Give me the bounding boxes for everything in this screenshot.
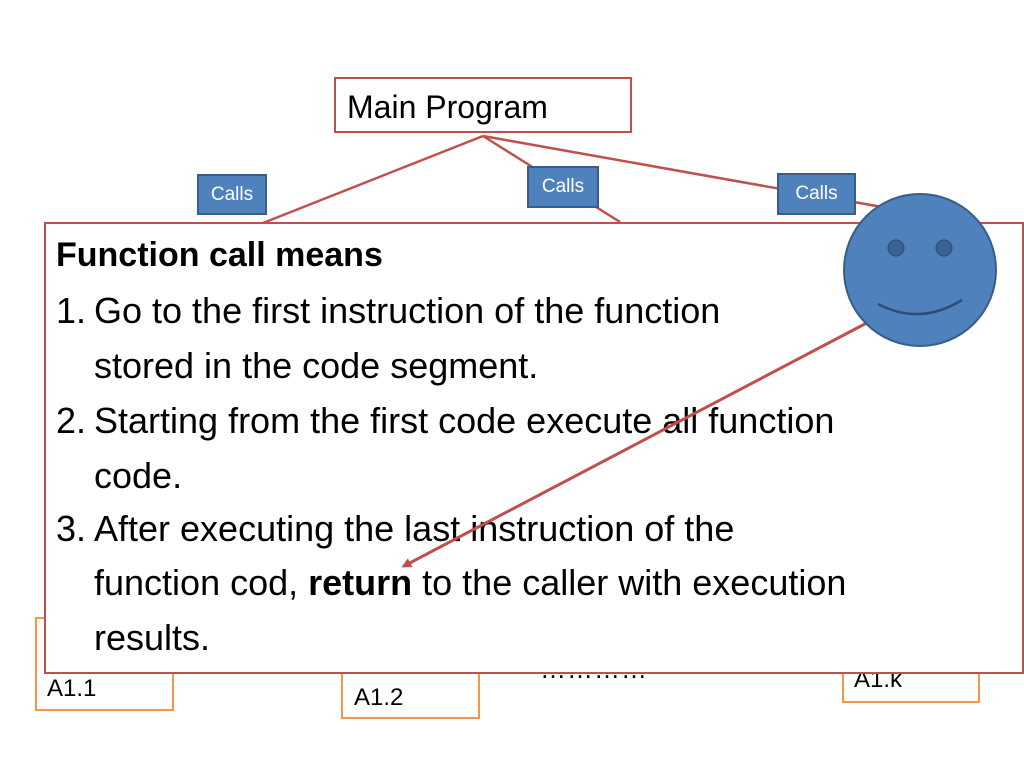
function-label: A1.1 [47, 675, 97, 702]
calls-label-left: Calls [197, 174, 267, 215]
calls-label-middle: Calls [527, 166, 599, 208]
item-2-line-1: Starting from the first code execute all… [94, 400, 835, 441]
function-label: A1.2 [354, 684, 404, 711]
item-2-line-2: code. [94, 455, 183, 496]
calls-label-right: Calls [777, 173, 856, 215]
return-arrow [401, 314, 881, 568]
item-number: 3. [56, 508, 87, 549]
item-3-line-1: After executing the last instruction of … [94, 508, 735, 549]
explanation-title: Function call means [56, 236, 383, 274]
item-3-line-3: results. [94, 617, 211, 658]
main-program-box: Main Program [334, 77, 632, 133]
main-program-label: Main Program [347, 89, 548, 125]
item-1-line-1: Go to the first instruction of the funct… [94, 290, 721, 331]
item-number: 2. [56, 400, 87, 441]
item-3-line-2: function cod, return to the caller with … [94, 562, 847, 603]
item-number: 1. [56, 290, 87, 331]
item-1-line-2: stored in the code segment. [94, 345, 539, 386]
return-keyword: return [308, 562, 413, 603]
smiley-face-icon [843, 193, 997, 347]
